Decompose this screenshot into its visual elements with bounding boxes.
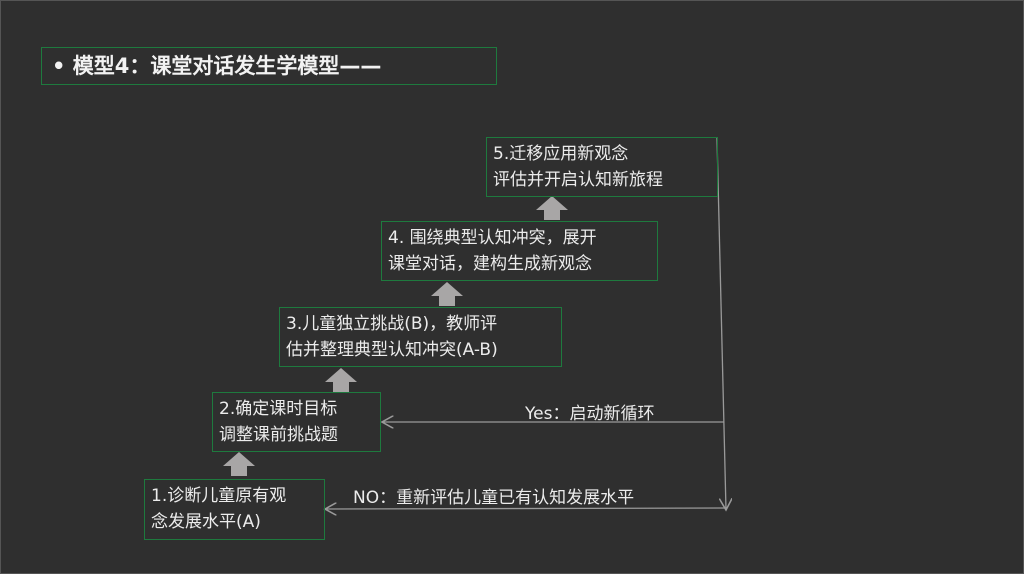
feedback-vertical-line: [716, 137, 726, 510]
step-3-line2: 估并整理典型认知冲突(A-B): [286, 340, 498, 360]
step-3-box: 3.儿童独立挑战(B)，教师评 估并整理典型认知冲突(A-B): [279, 307, 562, 367]
slide-title: • 模型4：课堂对话发生学模型——: [41, 47, 497, 85]
step-5-line2: 评估并开启认知新旅程: [493, 170, 663, 190]
up-arrow-icon: [431, 282, 463, 306]
yes-label: Yes：启动新循环: [525, 404, 655, 424]
step-4-line1: 4. 围绕典型认知冲突，展开: [388, 228, 597, 248]
no-arrow: [325, 508, 727, 509]
step-3-line1: 3.儿童独立挑战(B)，教师评: [286, 314, 498, 334]
up-arrow-icon: [325, 368, 357, 392]
step-5-box: 5.迁移应用新观念 评估并开启认知新旅程: [486, 137, 718, 197]
step-2-box: 2.确定课时目标 调整课前挑战题: [212, 392, 381, 452]
step-5-line1: 5.迁移应用新观念: [493, 144, 629, 164]
step-2-line2: 调整课前挑战题: [219, 425, 338, 445]
step-4-line2: 课堂对话，建构生成新观念: [388, 254, 592, 274]
up-arrow-icon: [223, 452, 255, 476]
up-arrow-icon: [536, 196, 568, 220]
step-1-box: 1.诊断儿童原有观 念发展水平(A): [144, 479, 325, 540]
step-1-line1: 1.诊断儿童原有观: [151, 486, 287, 506]
step-1-line2: 念发展水平(A): [151, 512, 261, 532]
step-2-line1: 2.确定课时目标: [219, 399, 338, 419]
no-label: NO：重新评估儿童已有认知发展水平: [353, 488, 635, 508]
step-4-box: 4. 围绕典型认知冲突，展开 课堂对话，建构生成新观念: [381, 221, 658, 281]
